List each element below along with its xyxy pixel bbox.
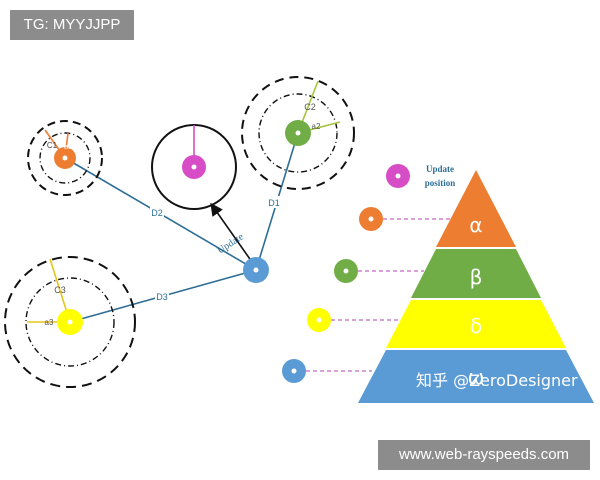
yellow-outer-ring: [4, 256, 136, 388]
a1-label: a1: [64, 144, 72, 151]
beta-legend-center: [343, 268, 349, 274]
pyramid-omega-label: ω: [468, 365, 485, 389]
green-inner-ring: [258, 93, 338, 173]
blue-wolf-center: [253, 267, 259, 273]
pyramid-delta-label: δ: [470, 314, 482, 338]
update-position-line2: position: [425, 178, 456, 188]
alpha-legend-center: [368, 216, 374, 222]
link-d2-label: D2: [151, 208, 163, 218]
a3-label: a3: [45, 318, 54, 327]
c3-label: C3: [54, 285, 66, 295]
orange-wolf-center: [62, 155, 68, 161]
update-position-line1: Update: [426, 164, 454, 174]
yellow-wolf-group: C3 a3: [4, 256, 136, 388]
orange-outer-ring: [27, 120, 103, 196]
prey-center: [191, 164, 197, 170]
pyramid-beta-tier: [411, 249, 541, 298]
update-arrow: [210, 202, 253, 263]
link-d3-label: D3: [156, 292, 168, 302]
tg-tag-badge: TG: MYYJJPP: [10, 10, 134, 40]
green-wolf-center: [295, 130, 301, 136]
zhihu-watermark: 知乎 @ZeroDesigner: [416, 371, 578, 390]
a2-label: a2: [312, 122, 321, 131]
green-wolf-group: C2 a2: [241, 76, 355, 190]
yellow-inner-ring: [25, 277, 115, 367]
orange-inner-ring: [39, 132, 91, 184]
green-outer-ring: [241, 76, 355, 190]
c1-label: C1: [47, 141, 58, 150]
link-d1-label: D1: [268, 198, 280, 208]
c2-label: C2: [304, 102, 316, 112]
r-label: R: [195, 143, 204, 149]
update-label: Update: [216, 231, 247, 256]
pyramid-omega-tier: [358, 350, 594, 403]
pyramid-beta-label: β: [470, 265, 483, 289]
orange-wolf-group: C1 a1: [27, 120, 103, 196]
delta-legend-center: [316, 317, 322, 323]
prey-group: R: [151, 124, 237, 210]
pyramid-alpha-label: α: [469, 213, 482, 237]
yellow-wolf-center: [67, 319, 73, 325]
pyramid-delta-tier: [386, 300, 566, 348]
website-url-badge[interactable]: www.web-rayspeeds.com: [378, 440, 590, 470]
omega-legend-center: [291, 368, 297, 374]
pyramid-alpha-tier: [436, 170, 516, 247]
update-position-center: [395, 173, 401, 179]
